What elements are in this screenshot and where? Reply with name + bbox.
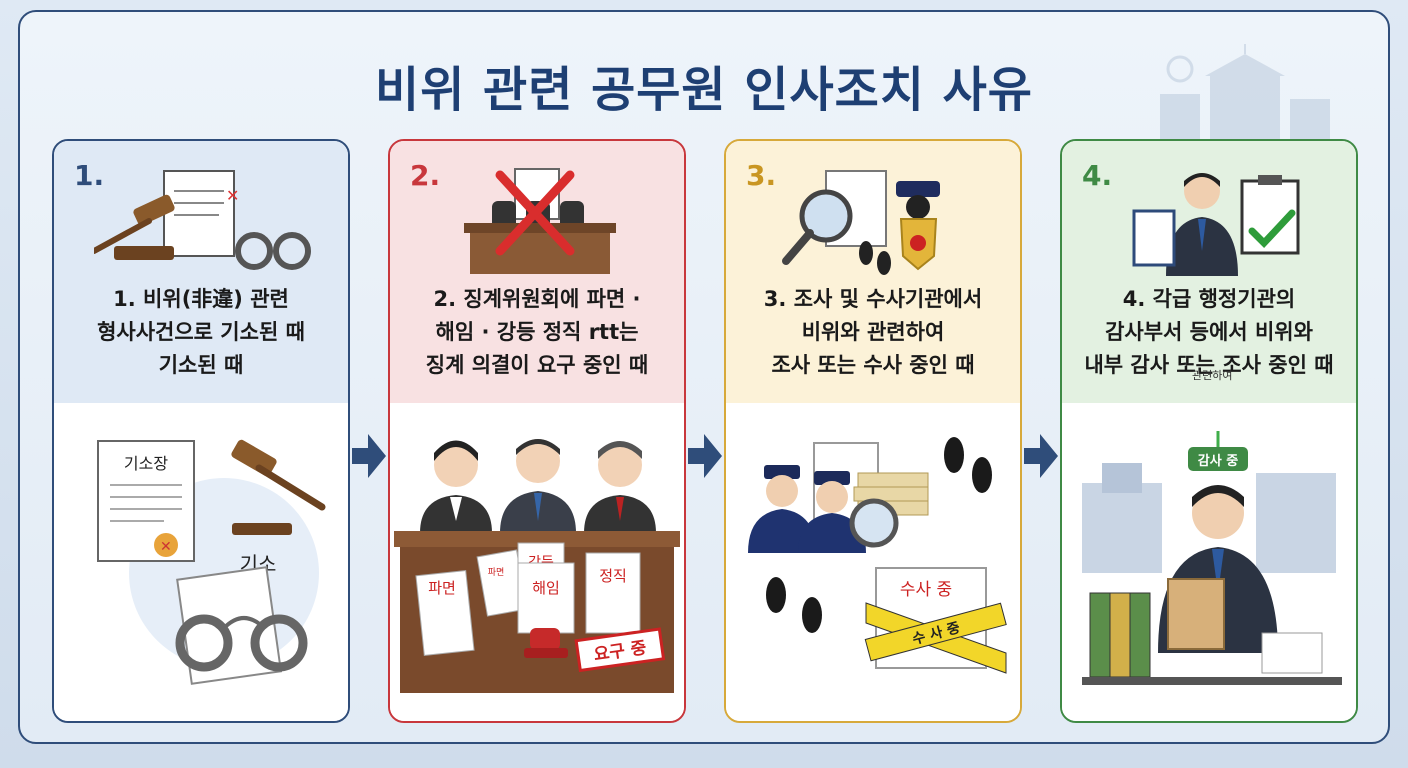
desc-line: 비위와 관련하여 (801, 320, 945, 344)
card-description: 2. 징계위원회에 파면 · 해임 · 강등 정직 rtt는 징계 의결이 요구… (400, 283, 674, 382)
audit-badge: 감사 중 (1198, 453, 1238, 469)
gavel-handcuffs-icon: ✕ (94, 170, 311, 270)
committee-rejected-icon (464, 168, 616, 274)
police-officer-right (798, 471, 866, 553)
indictment-doc-label: 기소장 (124, 454, 168, 473)
card-description: 4. 각급 행정기관의 감사부서 등에서 비위와 내부 감사 또는 조사 중인 … (1072, 283, 1346, 382)
reason-card-2: 2. 2. 징계위원회에 파면 · 해임 · 강등 정직 rtt는 징계 의결이… (388, 139, 686, 723)
page-title: 비위 관련 공무원 인사조치 사유 (375, 62, 1033, 118)
doc-label-discharge: 해임 (532, 579, 560, 597)
card-number: 1. (74, 159, 105, 192)
card-description: 3. 조사 및 수사기관에서 비위와 관련하여 조사 또는 수사 중인 때 (736, 283, 1010, 382)
ruby-annotation: 관련하여 (1192, 369, 1233, 382)
indictment-illustration: 기소장 ✕ 기소 (97, 439, 326, 685)
desc-line: 2. 징계위원회에 파면 · (433, 287, 641, 311)
reason-card-4: 4. 4. 각급 행정기관의 감사부서 등에서 비위와 내부 감사 또는 조사 … (1060, 139, 1358, 723)
desc-line: 내부 감사 또는 조사 중인 때 (1084, 353, 1334, 377)
svg-text:✕: ✕ (160, 539, 172, 555)
arrow-right-icon (1024, 434, 1058, 478)
desc-line: 기소된 때 (158, 353, 244, 377)
desc-line: 1. 비위(非違) 관련 (113, 287, 289, 311)
doc-label-dismissal-small: 파면 (488, 567, 505, 578)
committee-member-left (420, 440, 492, 533)
svg-text:✕: ✕ (226, 186, 239, 205)
card-number: 2. (410, 159, 441, 192)
desc-line: 조사 또는 수사 중인 때 (771, 353, 975, 377)
desc-line: 해임 · 강등 정직 rtt는 (435, 320, 639, 344)
desc-line: 징계 의결이 요구 중인 때 (425, 353, 649, 377)
card-description: 1. 비위(非違) 관련 형사사건으로 기소된 때 기소된 때 (64, 283, 338, 382)
reason-card-3: 3. 3. 조사 및 수사기관에서 비위와 관련하여 조사 또는 수사 중인 때 (724, 139, 1022, 723)
government-building-icon (1160, 44, 1330, 142)
desc-line: 형사사건으로 기소된 때 (97, 320, 305, 344)
disciplinary-committee-illustration: 파면 파면 강등 해임 정직 요구 중 (394, 439, 680, 693)
police-investigation-illustration: 수사 중 수 사 중 (748, 437, 1007, 674)
desc-line: 3. 조사 및 수사기관에서 (763, 287, 983, 311)
reason-card-1: 1. ✕ 1. 비위(非違) 관련 형사사건으로 기소된 때 기소된 때 (52, 139, 350, 723)
desc-line: 감사부서 등에서 비위와 (1105, 320, 1313, 344)
investigation-icon (782, 170, 940, 275)
doc-label-suspension: 정직 (599, 567, 627, 585)
doc-label-dismissal: 파면 (428, 579, 456, 597)
committee-member-right (584, 441, 656, 533)
arrow-right-icon (352, 434, 386, 478)
internal-audit-illustration: 감사 중 (1082, 431, 1342, 685)
doc-label-under-investigation: 수사 중 (900, 580, 952, 600)
arrow-right-icon (688, 434, 722, 478)
desc-line: 4. 각급 행정기관의 (1122, 287, 1296, 311)
infographic-frame: 비위 관련 공무원 인사조치 사유 1. ✕ 1. 비 (18, 10, 1390, 744)
card-number: 3. (746, 159, 777, 192)
auditor-clipboard-icon (1132, 173, 1300, 276)
committee-member-center (500, 439, 576, 533)
card-number: 4. (1082, 159, 1113, 192)
